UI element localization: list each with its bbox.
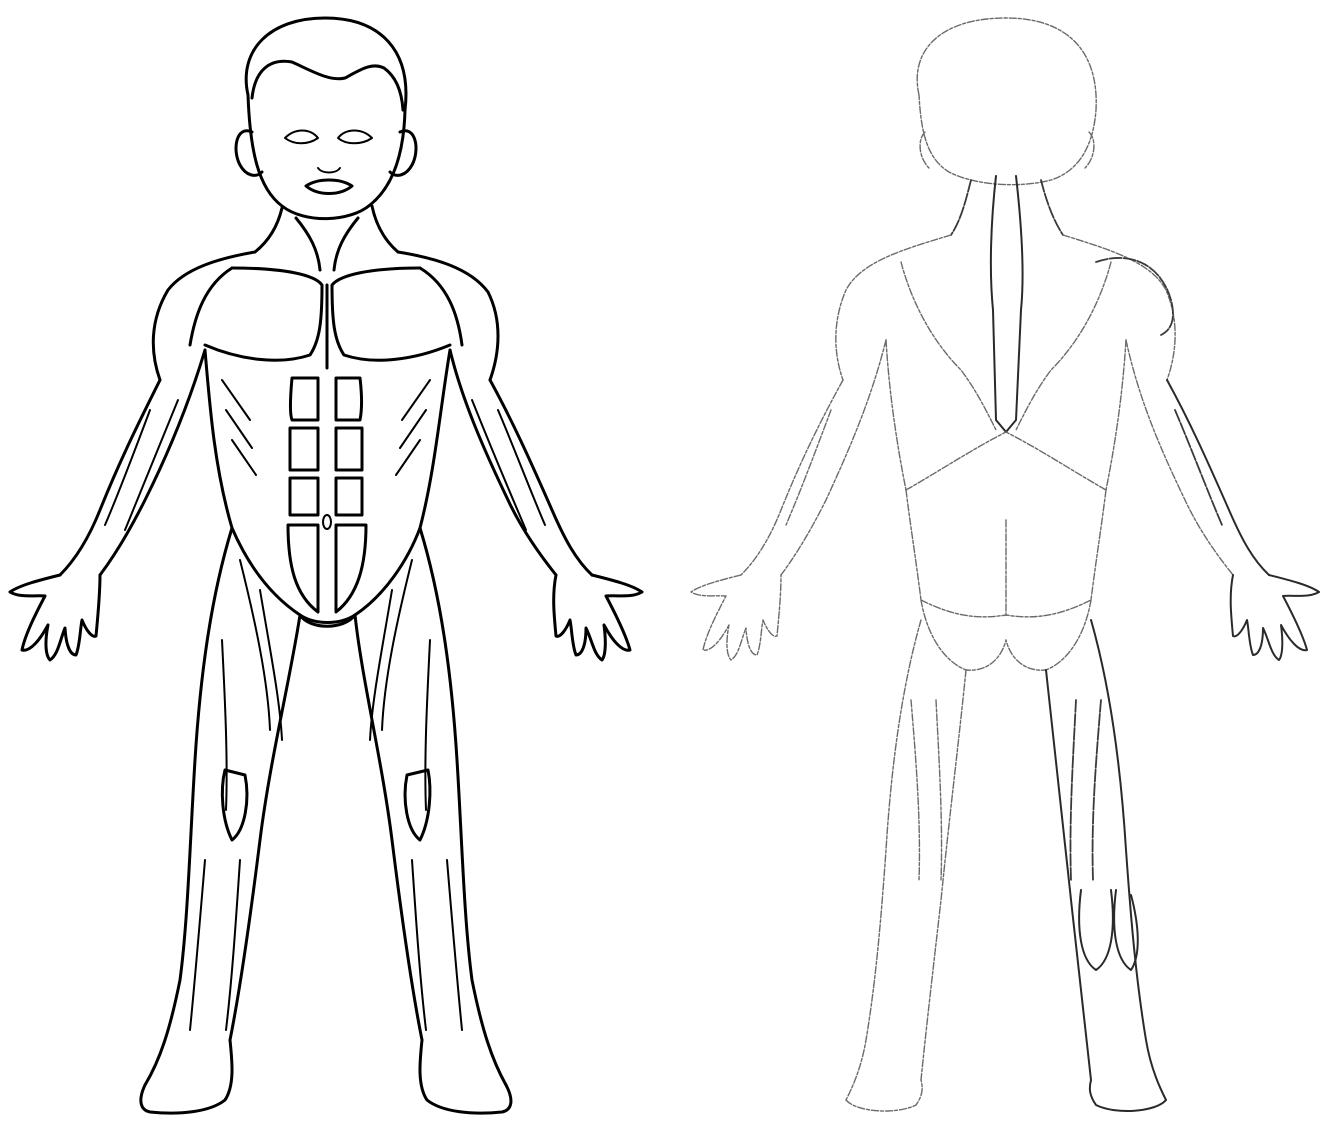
back-body-outline-icon xyxy=(671,0,1342,1123)
front-view-figure xyxy=(0,0,671,1123)
front-body-outline-icon xyxy=(0,0,671,1123)
back-view-figure xyxy=(671,0,1342,1123)
